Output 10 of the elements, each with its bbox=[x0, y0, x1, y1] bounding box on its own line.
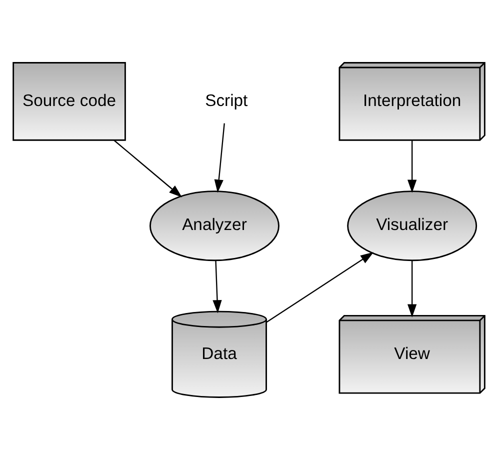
arrow bbox=[214, 123, 225, 193]
arrow bbox=[266, 252, 374, 323]
node-text: Script bbox=[205, 90, 248, 110]
arrow bbox=[407, 260, 417, 318]
node-ellipse: Analyzer bbox=[150, 190, 280, 262]
arrow bbox=[114, 140, 182, 198]
node-box: Source code bbox=[12, 62, 126, 141]
arrow bbox=[407, 140, 417, 193]
node-ellipse: Visualizer bbox=[347, 190, 478, 262]
arrow bbox=[212, 260, 222, 314]
